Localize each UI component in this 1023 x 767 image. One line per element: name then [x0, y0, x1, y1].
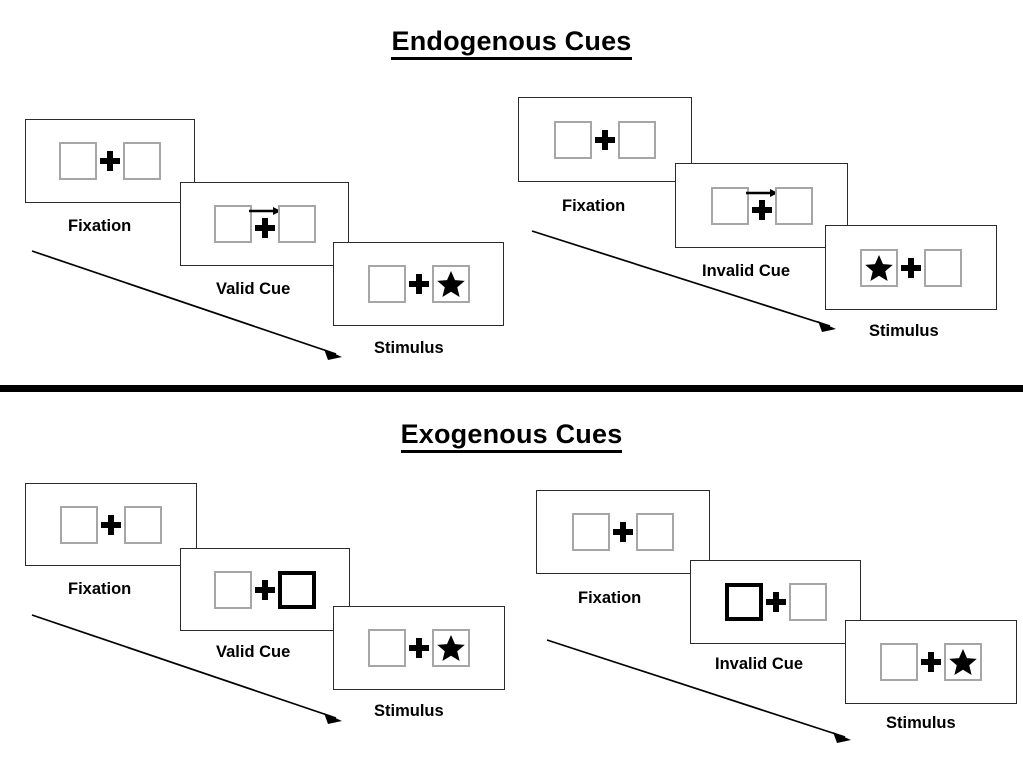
star-icon [948, 647, 978, 677]
slot-left [710, 186, 749, 225]
frame-content [691, 561, 860, 643]
frame-endogenous-valid-fixation [25, 119, 195, 203]
frame-content [537, 491, 709, 573]
frame-content [26, 484, 196, 565]
star-icon [436, 269, 466, 299]
slot-left [60, 505, 98, 544]
slot-left [214, 570, 252, 609]
slot-left [367, 265, 406, 303]
slot-right [618, 120, 656, 159]
slot-right [924, 248, 962, 287]
frame-content [181, 549, 349, 630]
plus-cross-icon [765, 592, 786, 612]
plus-cross-icon [921, 652, 941, 672]
slot-left [368, 629, 406, 667]
slot-right [277, 205, 316, 243]
fixation-wrap [98, 503, 124, 547]
frame-content [334, 607, 504, 689]
frame-exogenous-valid-cue [180, 548, 350, 631]
slot-left [59, 142, 97, 180]
section-divider [0, 385, 1023, 392]
plus-cross-icon [613, 522, 633, 542]
fixation-wrap [97, 139, 123, 183]
frame-exogenous-valid-stimulus [333, 606, 505, 690]
arrow-right-icon [745, 188, 779, 198]
fixation-wrap [406, 262, 432, 306]
frame-endogenous-invalid-fixation [518, 97, 692, 182]
caption-endogenous-invalid-cue: Invalid Cue [702, 262, 791, 280]
frame-content [519, 98, 691, 181]
slot-right [432, 629, 470, 667]
fixation-wrap [252, 568, 278, 612]
fixation-wrap [918, 640, 944, 684]
caption-exogenous-invalid-stimulus: Stimulus [886, 714, 956, 732]
slot-left [213, 205, 252, 243]
star-icon [864, 253, 894, 283]
slot-right [944, 643, 982, 681]
caption-exogenous-valid-stimulus: Stimulus [374, 702, 444, 720]
fixation-wrap [406, 626, 432, 670]
slot-right [636, 513, 674, 551]
frame-endogenous-invalid-cue [675, 163, 848, 248]
slot-left [880, 643, 918, 681]
section-title-exogenous: Exogenous Cues [0, 419, 1023, 453]
caption-endogenous-valid-cue: Valid Cue [216, 280, 291, 298]
frame-endogenous-valid-cue [180, 182, 349, 266]
slot-right [124, 505, 162, 544]
frame-content [26, 120, 194, 202]
star-icon [436, 633, 466, 663]
plus-cross-icon [409, 638, 429, 658]
caption-exogenous-invalid-cue: Invalid Cue [715, 655, 804, 673]
frame-exogenous-valid-fixation [25, 483, 197, 566]
slot-left [860, 248, 898, 287]
fixation-wrap [248, 202, 281, 246]
plus-cross-icon [408, 274, 429, 294]
slot-right [431, 265, 470, 303]
frame-endogenous-valid-stimulus [333, 242, 504, 326]
plus-cross-icon [595, 129, 615, 150]
plus-cross-icon [901, 257, 921, 278]
frame-exogenous-invalid-fixation [536, 490, 710, 574]
frame-content [181, 183, 348, 265]
caption-endogenous-invalid-fixation: Fixation [562, 197, 626, 215]
frame-exogenous-invalid-cue [690, 560, 861, 644]
slot-left [554, 120, 592, 159]
plus-cross-icon [101, 514, 121, 535]
frame-content [846, 621, 1016, 703]
slot-left [572, 513, 610, 551]
slot-right [774, 186, 813, 225]
caption-exogenous-valid-cue: Valid Cue [216, 643, 291, 661]
plus-cross-icon [751, 199, 772, 220]
plus-cross-icon [255, 579, 275, 600]
fixation-wrap [898, 246, 924, 290]
fixation-wrap [745, 184, 778, 228]
caption-endogenous-invalid-stimulus: Stimulus [869, 322, 939, 340]
fixation-wrap [763, 580, 789, 624]
frame-endogenous-invalid-stimulus [825, 225, 997, 310]
caption-endogenous-valid-fixation: Fixation [68, 217, 132, 235]
arrow-right-icon [248, 206, 282, 216]
section-title-endogenous: Endogenous Cues [0, 26, 1023, 60]
frame-content [334, 243, 503, 325]
fixation-wrap [592, 118, 618, 162]
section-title-endogenous-text: Endogenous Cues [391, 26, 632, 60]
plus-cross-icon [100, 151, 120, 171]
plus-cross-icon [254, 218, 275, 238]
frame-content [676, 164, 847, 247]
slot-right [123, 142, 161, 180]
frame-content [826, 226, 996, 309]
caption-exogenous-valid-fixation: Fixation [68, 580, 132, 598]
slot-right-cued [278, 570, 316, 609]
caption-endogenous-valid-stimulus: Stimulus [374, 339, 444, 357]
frame-exogenous-invalid-stimulus [845, 620, 1017, 704]
section-title-exogenous-text: Exogenous Cues [400, 419, 623, 453]
caption-exogenous-invalid-fixation: Fixation [578, 589, 642, 607]
slot-right [788, 583, 827, 621]
flow-arrow-exogenous-invalid [545, 637, 865, 752]
slot-left-cued [724, 583, 763, 621]
fixation-wrap [610, 510, 636, 554]
